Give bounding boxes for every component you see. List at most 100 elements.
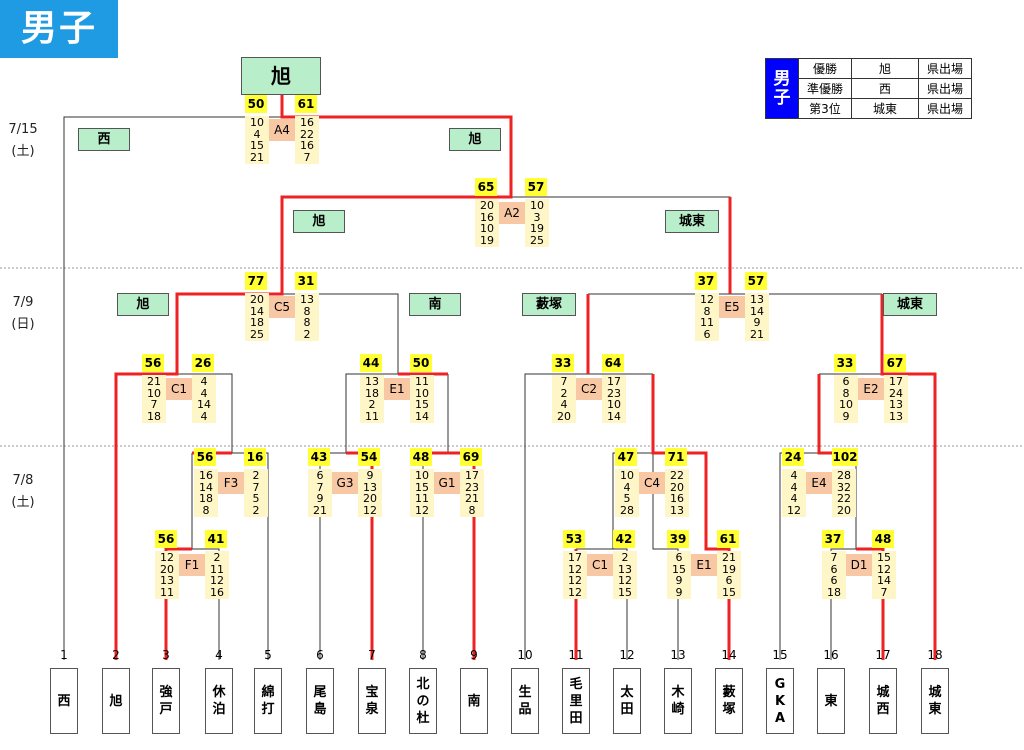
match-id: C2 xyxy=(576,378,602,400)
winner-label: 西 xyxy=(78,128,130,151)
team-name-box: 南 xyxy=(460,668,488,734)
period-score: 2 xyxy=(252,469,260,482)
team-name-box: 生品 xyxy=(511,668,539,734)
team-name: 南 xyxy=(467,693,481,709)
period-score: 22 xyxy=(837,492,851,505)
period-score: 11 xyxy=(160,585,174,599)
score-right: 26 xyxy=(192,354,214,372)
score-left: 56 xyxy=(155,530,177,548)
winner-label: 城東 xyxy=(883,293,937,316)
winner-label: 旭 xyxy=(293,210,345,233)
period-score: 7 xyxy=(303,150,311,164)
period-score: 13 xyxy=(300,293,314,306)
results-table: 男子 優勝 旭 県出場 準優勝 西 県出場 第3位 城東 県出場 xyxy=(765,58,972,119)
period-score: 28 xyxy=(620,503,634,517)
period-score: 6 xyxy=(316,469,324,482)
period-score: 4 xyxy=(790,480,798,494)
score-right: 57 xyxy=(745,272,767,290)
period-score: 7 xyxy=(830,551,838,564)
score-left: 33 xyxy=(834,354,856,372)
results-category: 男子 xyxy=(765,58,799,119)
period-score: 10 xyxy=(530,199,544,212)
winner-label: 城東 xyxy=(665,210,719,233)
round-date-final: 7/15 (土) xyxy=(8,122,38,159)
score-left: 65 xyxy=(475,178,497,196)
period-score: 14 xyxy=(607,409,621,423)
score-left: 50 xyxy=(245,95,267,113)
period-score: 21 xyxy=(750,327,764,341)
period-score: 24 xyxy=(889,386,903,400)
team-name: 毛里田 xyxy=(569,676,583,726)
period-score: 10 xyxy=(480,222,494,235)
match-id: E4 xyxy=(806,472,832,494)
period-score: 32 xyxy=(837,480,851,494)
period-score: 10 xyxy=(607,398,621,411)
period-score: 17 xyxy=(465,469,479,482)
match-id: G3 xyxy=(332,472,358,494)
score-right: 61 xyxy=(717,530,739,548)
period-score: 20 xyxy=(160,562,174,576)
team-name: 太田 xyxy=(620,685,634,717)
period-score: 10 xyxy=(250,116,264,129)
period-score: 28 xyxy=(837,469,851,482)
round-date-semis: 7/9 (日) xyxy=(11,295,35,332)
winner-label: 南 xyxy=(409,293,461,316)
period-score: 2 xyxy=(213,551,221,564)
period-score: 8 xyxy=(202,503,210,517)
period-score: 11 xyxy=(415,492,429,505)
period-score: 2 xyxy=(252,503,260,517)
period-score: 16 xyxy=(300,139,314,152)
score-left: 47 xyxy=(615,448,637,466)
team-number: 10 xyxy=(517,648,533,662)
period-score: 13 xyxy=(750,293,764,306)
winner-label: 旭 xyxy=(117,293,169,316)
period-score: 21 xyxy=(250,150,264,164)
team-name: 宝泉 xyxy=(365,685,379,717)
period-score: 18 xyxy=(147,409,161,423)
team-name: 西 xyxy=(57,693,71,709)
team-name: 綿打 xyxy=(261,685,275,717)
score-left: 77 xyxy=(245,272,267,290)
score-right: 16 xyxy=(244,448,266,466)
period-score: 10 xyxy=(620,469,634,482)
period-score: 10 xyxy=(839,398,853,411)
score-left: 56 xyxy=(142,354,164,372)
period-score: 15 xyxy=(618,585,632,599)
match-id: C1 xyxy=(166,378,192,400)
period-score: 12 xyxy=(160,551,174,564)
score-right: 50 xyxy=(410,354,432,372)
team-name: 強戸 xyxy=(159,685,173,717)
period-score: 11 xyxy=(415,375,429,388)
period-score: 14 xyxy=(877,574,891,587)
score-right: 31 xyxy=(295,272,317,290)
period-score: 5 xyxy=(252,492,260,505)
team-number: 12 xyxy=(619,648,635,662)
period-score: 7 xyxy=(316,480,324,494)
team-name-box: 休泊 xyxy=(205,668,233,734)
team-number: 18 xyxy=(927,648,943,662)
period-score: 15 xyxy=(415,480,429,494)
period-score: 7 xyxy=(252,480,260,494)
period-score: 11 xyxy=(700,316,714,329)
period-score: 23 xyxy=(607,386,621,400)
period-score: 16 xyxy=(480,210,494,224)
period-score: 4 xyxy=(200,386,208,400)
period-score: 19 xyxy=(480,233,494,247)
period-score: 25 xyxy=(250,327,264,341)
match-id: E1 xyxy=(384,378,410,400)
score-left: 33 xyxy=(552,354,574,372)
team-name-box: 強戸 xyxy=(152,668,180,734)
period-score: 2 xyxy=(303,327,311,341)
